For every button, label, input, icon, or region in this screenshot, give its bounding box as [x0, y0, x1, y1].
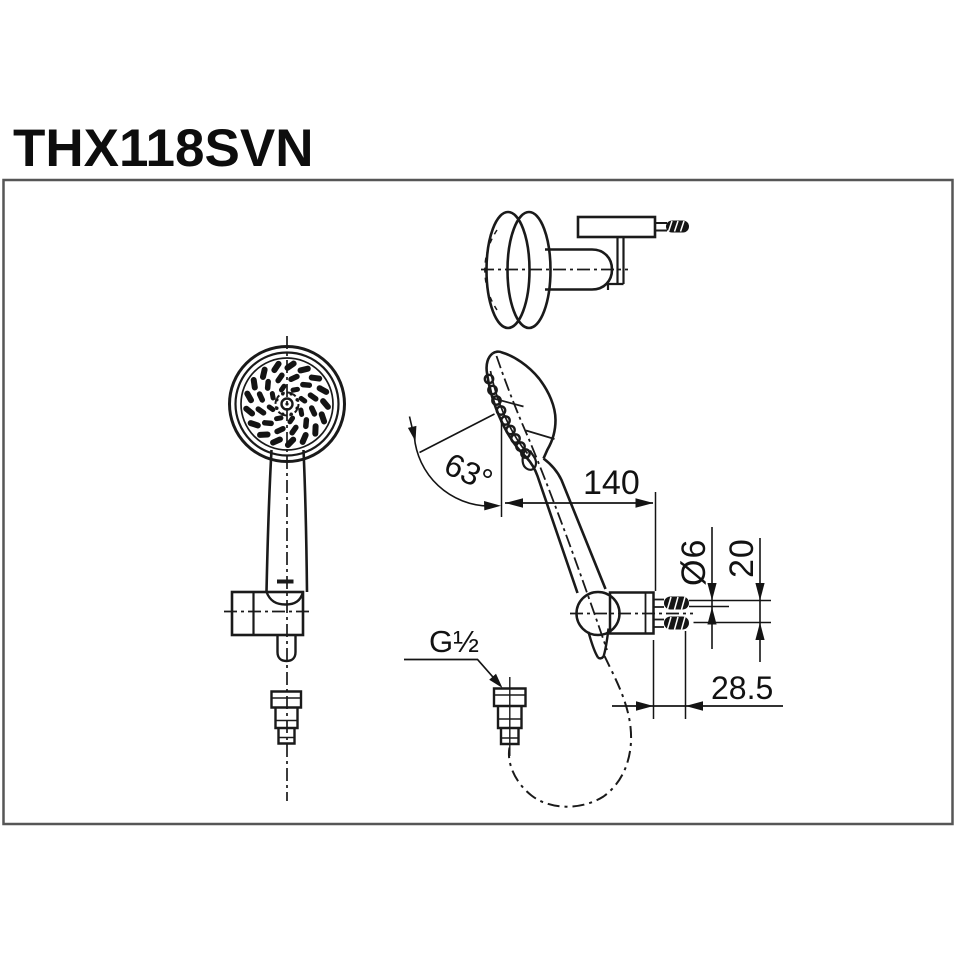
dimension-28-5: 28.5 [612, 631, 783, 719]
handle-axis-centerline [495, 355, 608, 651]
dim-screw-diameter-label: Ø6 [675, 539, 713, 586]
nozzle-band [483, 373, 531, 459]
dimension-140: 140 [500, 419, 657, 591]
wall-bracket-top-view [481, 210, 689, 330]
dim-offset-label: 28.5 [711, 670, 773, 706]
dimension-screw-spacing: 20 [723, 538, 765, 662]
head-back-edge [491, 350, 557, 460]
dim-screw-spacing-label: 20 [723, 538, 761, 578]
hose-fitting-side [492, 677, 527, 756]
handle-side [525, 456, 579, 594]
hand-shower-front-view [224, 336, 346, 801]
dimension-screw-diameter: Ø6 [675, 527, 771, 649]
hose-fitting-front [270, 690, 303, 745]
spray-nozzle-pattern [243, 360, 331, 449]
dim-length-label: 140 [583, 464, 640, 502]
drawing-frame [2, 178, 954, 826]
handle-front [265, 449, 309, 593]
spray-face-outer-ring [228, 345, 346, 463]
hand-shower-side-view [483, 350, 693, 808]
model-number: THX118SVN [13, 119, 314, 178]
spout-detail [521, 449, 538, 471]
thread-size-callout: G½ [404, 624, 503, 688]
hose-nipple-front [276, 635, 297, 663]
handle-tail [587, 628, 610, 660]
thread-size-label: G½ [429, 624, 479, 659]
